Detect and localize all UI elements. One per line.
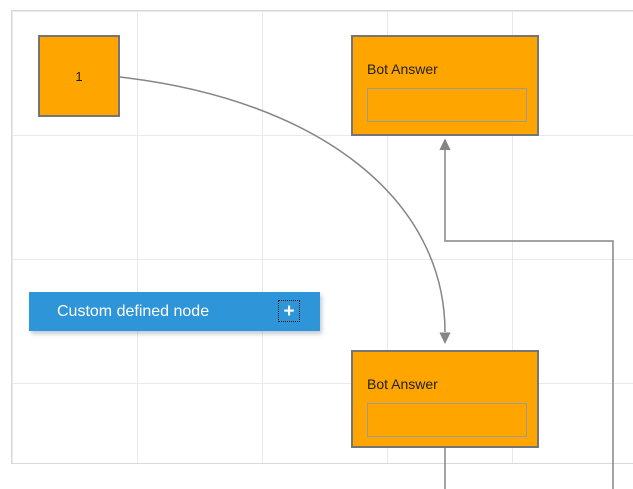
- node-start-square-label: 1: [75, 68, 83, 84]
- node-bot-answer-top[interactable]: Bot Answer: [351, 35, 539, 136]
- arrowhead-down-icon: [439, 332, 451, 344]
- node-bot-answer-bottom[interactable]: Bot Answer: [351, 350, 539, 448]
- node-start-square[interactable]: 1: [38, 35, 120, 117]
- custom-node-label: Custom defined node: [57, 302, 210, 320]
- add-port-button[interactable]: +: [278, 300, 300, 322]
- connector-curve-square1-to-bottom-bot[interactable]: [119, 76, 446, 333]
- connector-ortho-segment-main[interactable]: [444, 149, 614, 489]
- bot-answer-bottom-input[interactable]: [367, 403, 527, 437]
- bot-answer-top-label: Bot Answer: [367, 61, 438, 77]
- plus-icon: +: [283, 300, 295, 322]
- node-custom-defined[interactable]: Custom defined node +: [29, 292, 320, 331]
- bot-answer-top-input[interactable]: [367, 88, 527, 122]
- arrowhead-up-icon: [439, 138, 451, 150]
- bot-answer-bottom-label: Bot Answer: [367, 376, 438, 392]
